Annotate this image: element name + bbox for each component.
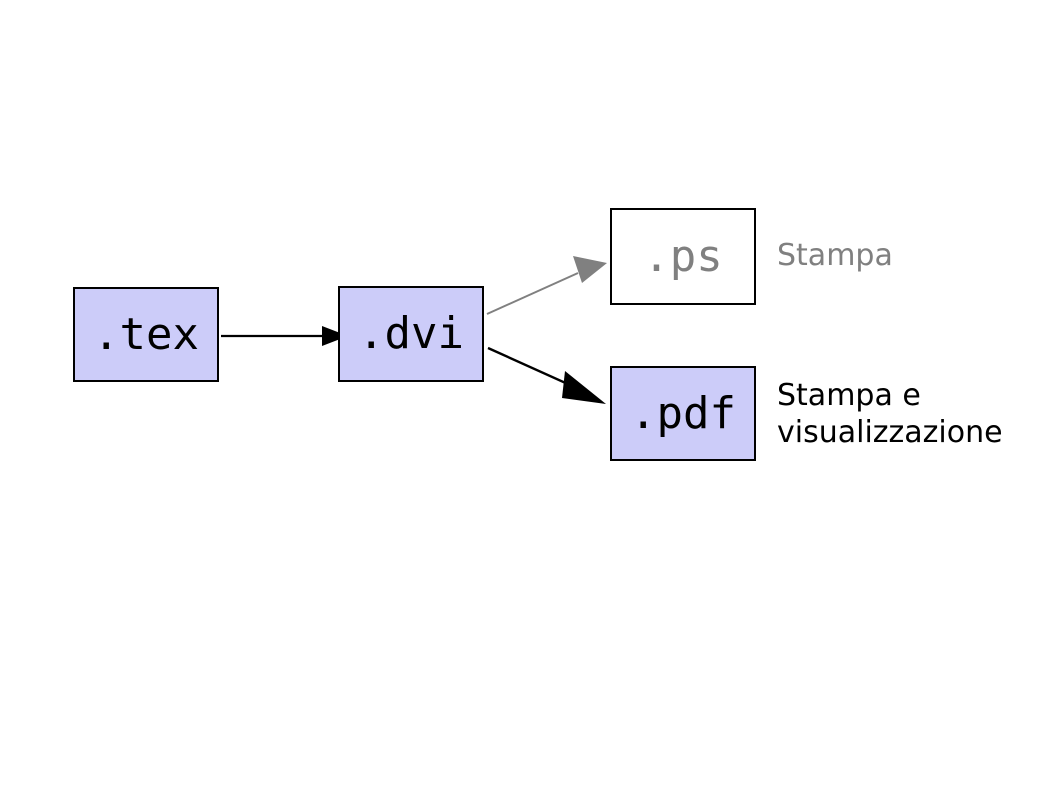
node-pdf[interactable]: .pdf <box>610 366 756 461</box>
node-ps-label: .ps <box>643 230 723 282</box>
node-tex[interactable]: .tex <box>73 287 219 382</box>
edge-dvi-to-pdf-arrowhead <box>562 371 606 404</box>
edge-dvi-to-ps-line <box>486 272 579 315</box>
edge-dvi-to-ps <box>486 256 607 315</box>
edge-tex-to-dvi <box>221 326 348 346</box>
node-tex-label: .tex <box>93 308 199 360</box>
edge-dvi-to-pdf <box>487 346 606 404</box>
annotation-stampa-visualizzazione: Stampa e visualizzazione <box>777 378 1003 450</box>
edge-dvi-to-ps-arrowhead <box>573 256 607 283</box>
node-dvi[interactable]: .dvi <box>338 286 484 382</box>
node-pdf-label: .pdf <box>630 387 736 439</box>
edge-dvi-to-pdf-line <box>487 346 571 387</box>
annotation-stampa: Stampa <box>777 238 893 273</box>
node-dvi-label: .dvi <box>358 308 464 359</box>
node-ps[interactable]: .ps <box>610 208 756 305</box>
